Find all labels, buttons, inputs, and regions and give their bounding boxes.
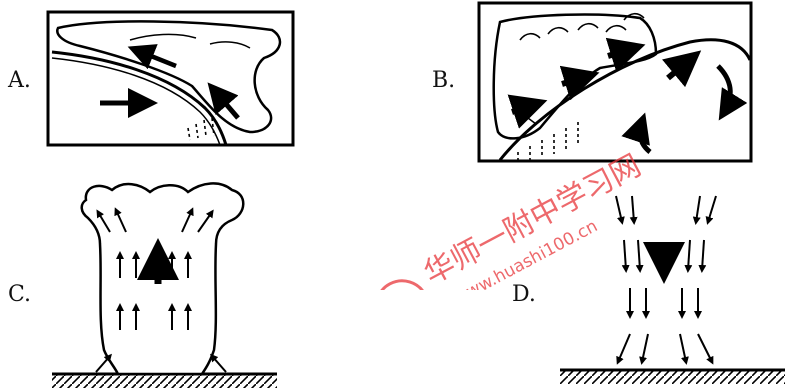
diagram-c-cloud (82, 183, 244, 374)
diagram-c-rising-air (52, 183, 277, 388)
watermark: HS 华师一附中学习网 www.huashi100.cn (340, 150, 680, 290)
watermark-logo-text: HS (381, 289, 424, 290)
diagram-a-warm-front (48, 12, 293, 145)
diagram-d-ground-hatch (560, 370, 785, 384)
diagram-b-cold-front (479, 3, 751, 162)
diagram-c-ground-hatch (52, 374, 277, 388)
